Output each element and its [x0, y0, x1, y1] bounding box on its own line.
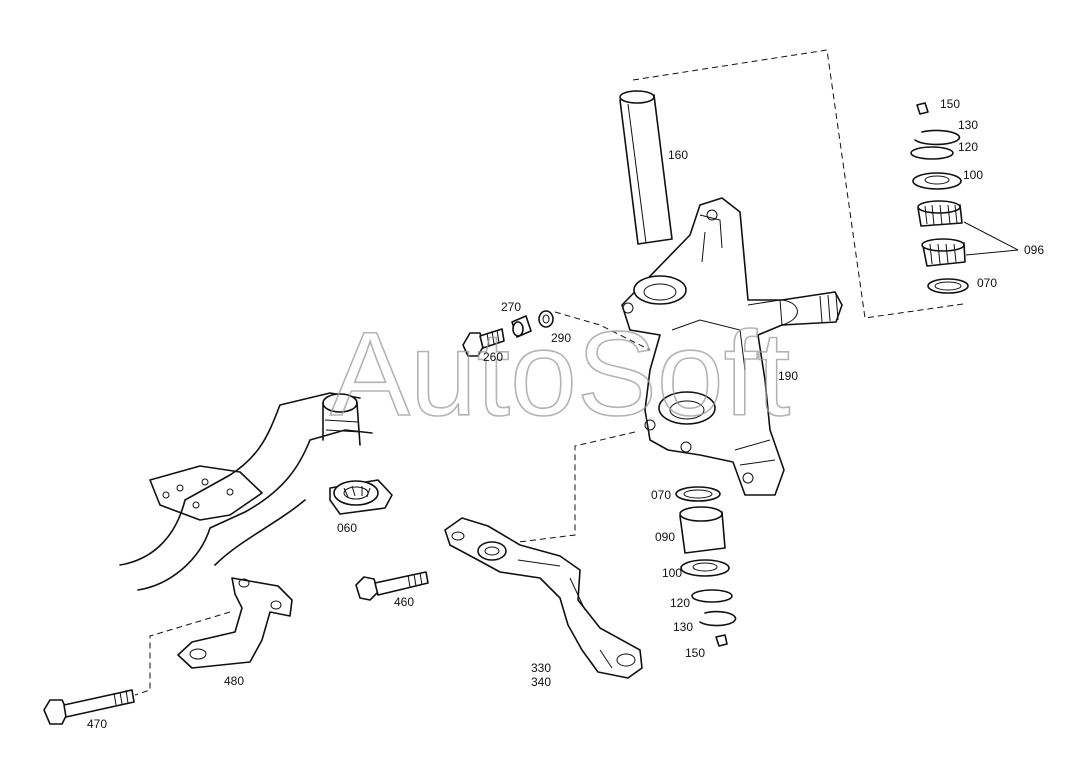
- label-190: 190: [778, 369, 798, 383]
- label-070-bottom: 070: [651, 488, 671, 502]
- bolt-460: [355, 571, 429, 601]
- label-290: 290: [551, 331, 571, 345]
- watermark-text: AutoSoft: [330, 307, 790, 441]
- axle-beam: [119, 392, 373, 591]
- label-120-top: 120: [958, 140, 978, 154]
- label-160: 160: [668, 148, 688, 162]
- pinch-bolt-assembly: [462, 310, 554, 357]
- lower-bearing-stack: [675, 486, 737, 647]
- label-480: 480: [224, 674, 244, 688]
- label-130-top: 130: [958, 118, 978, 132]
- label-470: 470: [87, 717, 107, 731]
- part-number-labels: 150 130 120 100 096 070 160 270 290 260 …: [87, 97, 1044, 731]
- label-270: 270: [501, 300, 521, 314]
- label-090: 090: [655, 530, 675, 544]
- label-100-top: 100: [963, 168, 983, 182]
- label-150-bottom: 150: [685, 646, 705, 660]
- label-096: 096: [1024, 243, 1044, 257]
- steering-arm-480: [177, 577, 293, 669]
- label-070-top: 070: [977, 276, 997, 290]
- kingpin-160: [619, 90, 673, 245]
- label-260: 260: [483, 350, 503, 364]
- label-060: 060: [337, 521, 357, 535]
- label-150-top: 150: [940, 97, 960, 111]
- steering-knuckle-190: [621, 197, 843, 496]
- label-130-bottom: 130: [673, 620, 693, 634]
- upper-bearing-stack: [910, 102, 1019, 294]
- label-120-bottom: 120: [670, 596, 690, 610]
- label-340: 340: [531, 675, 551, 689]
- bearing-060: [329, 479, 393, 515]
- label-460: 460: [394, 595, 414, 609]
- steering-lever-330-340: [444, 517, 643, 679]
- bolt-470: [43, 689, 135, 725]
- label-330: 330: [531, 661, 551, 675]
- label-100-bottom: 100: [662, 566, 682, 580]
- assembly-leader-lines: [134, 49, 964, 696]
